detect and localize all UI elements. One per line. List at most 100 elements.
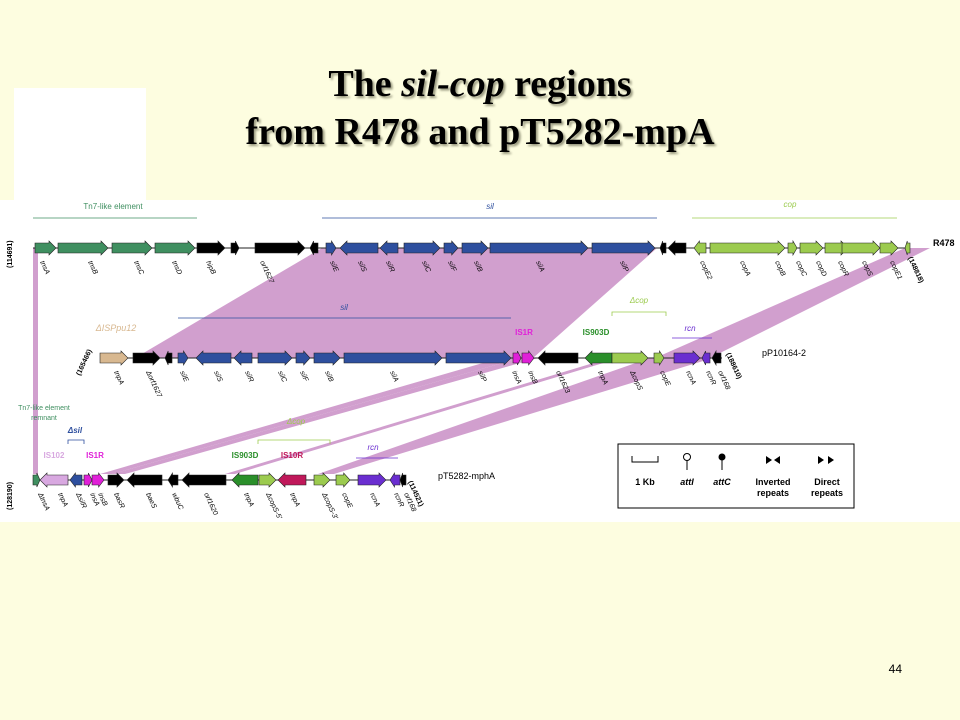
pp10164-gene-19 xyxy=(711,349,722,367)
pt5282-label-0: ΔtnsA xyxy=(36,491,51,512)
pp10164-label-15: copE xyxy=(658,370,671,388)
legend-inverted-icon-2 xyxy=(774,456,780,464)
pt5282-gene-14 xyxy=(357,472,387,488)
legend-attc-label: attC xyxy=(713,477,731,487)
pp-dcop-label: Δcop xyxy=(629,296,649,305)
r478-gene-20 xyxy=(787,239,798,257)
pt-dsil-label: Δsil xyxy=(67,426,83,435)
r478-end: (148818) xyxy=(906,256,924,284)
pp10164-gene-16 xyxy=(653,349,665,367)
r478-gene-18 xyxy=(693,240,707,256)
pt5282-gene-3 xyxy=(83,472,93,488)
pt5282-label-13: copE xyxy=(340,492,353,510)
pp10164-label-1: Δorf1627 xyxy=(144,369,163,400)
r478-label-silR: silR xyxy=(384,260,395,274)
r478-label-copC: copC xyxy=(794,260,808,279)
pt5282-gene-5 xyxy=(107,472,125,488)
r478-label-copD: copD xyxy=(814,260,827,278)
pp10164-gene-3 xyxy=(177,349,189,367)
pt5282-gene-4 xyxy=(91,472,105,488)
r478-label-silP: silP xyxy=(618,260,629,273)
pt-tn7-label: Tn7-like element xyxy=(18,405,70,412)
legend-direct-icon-2 xyxy=(828,456,834,464)
sil-region-label: sil xyxy=(486,202,494,211)
pt5282-label-5: basR xyxy=(112,492,125,510)
pt5282-gene-13 xyxy=(335,472,351,488)
pp10164-gene-13 xyxy=(537,350,579,366)
pt5282-gene-8 xyxy=(181,472,227,488)
legend-direct-label: Direct xyxy=(814,477,840,487)
r478-label-silF: silF xyxy=(446,260,457,273)
r478-gene-14 xyxy=(489,240,589,256)
r478-gene-5 xyxy=(230,240,240,256)
pt-is10r-label: IS10R xyxy=(281,451,303,460)
r478-gene-6 xyxy=(254,240,306,256)
pt5282-gene-2 xyxy=(69,472,83,488)
pp-rcn-label: rcn xyxy=(684,324,696,333)
pp10164-gene-9 xyxy=(343,350,443,366)
pp10164-label-2: silE xyxy=(178,370,189,383)
r478-label-tnsC: tnsC xyxy=(132,260,145,277)
pp10164-label-4: silR xyxy=(243,370,254,384)
pp10164-label-17: rcnR xyxy=(704,370,717,386)
pp10164-gene-5 xyxy=(233,350,253,366)
legend-direct-icon-1 xyxy=(818,456,824,464)
pt5282-gene-6 xyxy=(126,472,163,488)
legend-scale-bar xyxy=(631,456,659,463)
r478-label-silS: silS xyxy=(356,260,367,273)
pp10164-gene-14 xyxy=(584,350,613,366)
pp10164-label-18: orf168 xyxy=(716,370,731,391)
r478-gene-21 xyxy=(799,240,824,256)
r478-label-tnsB: tnsB xyxy=(86,260,98,276)
pt5282-label-1: tnpA xyxy=(56,492,69,508)
pp10164-gene-1 xyxy=(132,350,161,366)
r478-gene-19 xyxy=(709,240,786,256)
title-line1-a: The xyxy=(328,63,402,105)
pp10164-gene-17 xyxy=(673,350,701,366)
pt5282-label-2: ΔsilR xyxy=(74,491,88,510)
pp10164-gene-7 xyxy=(295,350,311,366)
pt5282-label-7: wbuC xyxy=(170,492,184,512)
homology-band-5 xyxy=(112,358,538,474)
homology-band-6 xyxy=(225,358,620,474)
isspu12-label: ΔISPpu12 xyxy=(95,323,137,333)
pt5282-gene-7 xyxy=(167,471,179,489)
pp10164-label-7: silB xyxy=(323,370,334,383)
slide-title: The sil-cop regions from R478 and pT5282… xyxy=(0,60,960,156)
pt5282-label-9: tnpA xyxy=(242,492,255,508)
r478-start: (114691) xyxy=(7,240,14,268)
r478-gene-16 xyxy=(659,240,667,256)
pt-is102-label: IS102 xyxy=(44,451,65,460)
legend-atti-label: attI xyxy=(680,477,694,487)
r478-label-copB: copB xyxy=(773,260,786,278)
pp10164-gene-10 xyxy=(445,350,512,366)
pt5282-label-6: baeS xyxy=(144,492,157,510)
pp-sil-label: sil xyxy=(340,303,348,312)
pp10164-gene-8 xyxy=(313,350,341,366)
pt-is1r-label: IS1R xyxy=(86,451,104,460)
r478-label-tnsA: tnsA xyxy=(38,260,50,276)
pp10164-gene-2 xyxy=(164,350,173,366)
pt5282-start: (128190) xyxy=(7,482,14,510)
pt5282-name: pT5282-mphA xyxy=(438,471,495,481)
r478-name: R478 xyxy=(933,238,955,248)
pp10164-label-6: silF xyxy=(298,370,309,383)
r478-gene-17 xyxy=(667,240,687,256)
r478-label-silC: silC xyxy=(420,260,432,274)
tn7-region-label: Tn7-like element xyxy=(83,202,143,211)
homology-band-2 xyxy=(655,248,930,358)
pp10164-gene-0 xyxy=(99,350,129,366)
white-patch xyxy=(14,88,146,206)
pt-dsil-bracket xyxy=(67,439,85,444)
pp10164-gene-12 xyxy=(521,350,535,366)
legend-inverted-icon-1 xyxy=(766,456,772,464)
pt5282-label-11: tnpA xyxy=(288,492,301,508)
r478-gene-25 xyxy=(904,240,911,256)
legend-atti-icon xyxy=(683,453,691,461)
pp10164-name: pP10164-2 xyxy=(762,348,806,358)
homology-bands xyxy=(33,248,930,474)
r478-gene-9 xyxy=(339,240,379,256)
pp10164-gene-11 xyxy=(512,350,522,366)
